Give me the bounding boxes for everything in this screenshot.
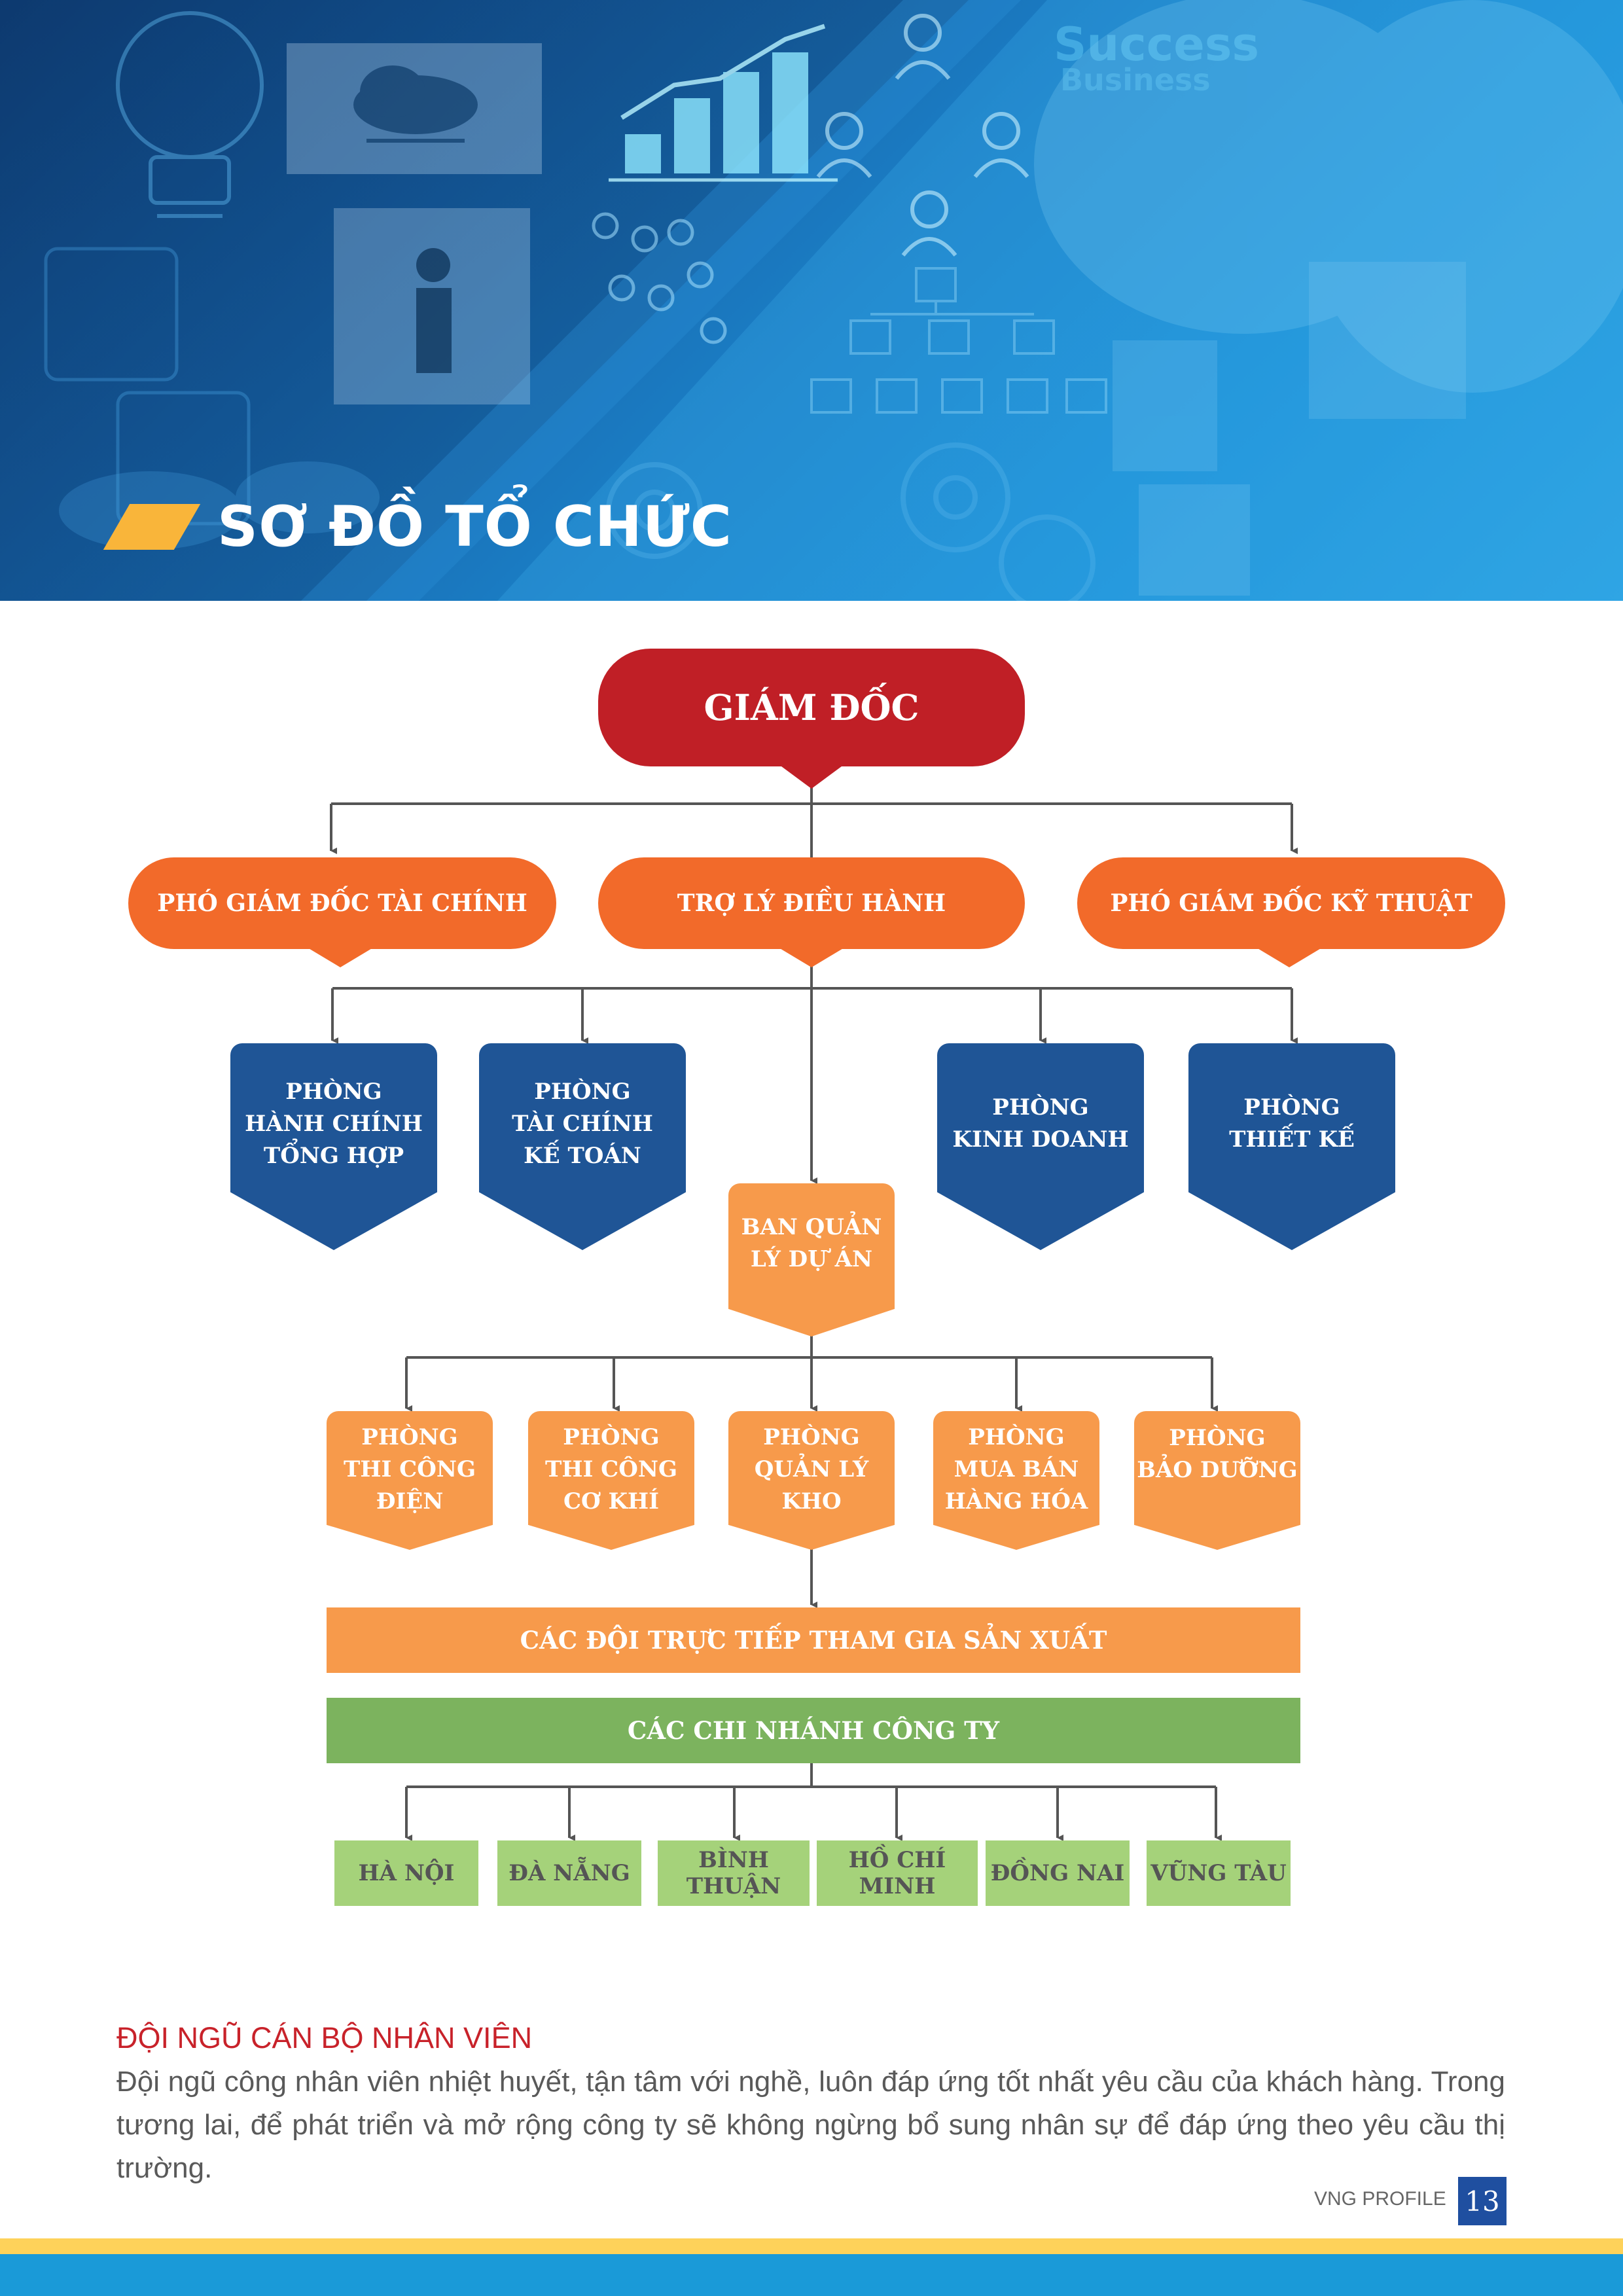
room-maintenance: PHÒNG BẢO DƯỠNG — [1134, 1411, 1300, 1550]
room-admin-line-3: TỔNG HỢP — [263, 1142, 404, 1169]
branch-ho-chi-minh: HỒ CHÍ MINH — [817, 1840, 978, 1906]
deputy-technical-pointer — [1257, 948, 1322, 967]
room-mechanical-line-3: CƠ KHÍ — [563, 1488, 660, 1515]
room-purchasing-line-1: PHÒNG — [968, 1424, 1065, 1450]
gear-icon — [606, 442, 1096, 601]
branch-vung-tau: VŨNG TÀU — [1147, 1840, 1291, 1906]
lightbulb-icon — [116, 11, 264, 218]
deputy-finance-box: PHÓ GIÁM ĐỐC TÀI CHÍNH — [128, 857, 556, 949]
room-design-line-2: THIẾT KẾ — [1229, 1126, 1355, 1153]
hand-silhouette-graphic — [1034, 0, 1623, 393]
room-mechanical-line-1: PHÒNG — [563, 1424, 660, 1450]
branch-label: HỒ CHÍ MINH — [848, 1847, 946, 1899]
room-warehouse-line-2: QUẢN LÝ — [754, 1456, 869, 1482]
room-electrical-line-1: PHÒNG — [361, 1424, 458, 1450]
room-purchasing-line-2: MUA BÁN — [954, 1456, 1079, 1482]
assistant-pointer — [779, 948, 844, 967]
deputy-finance-pointer — [308, 948, 373, 967]
branch-label: HÀ NỘI — [358, 1860, 455, 1886]
room-mechanical: PHÒNG THI CÔNG CƠ KHÍ — [528, 1411, 694, 1550]
branch-label: VŨNG TÀU — [1150, 1860, 1287, 1886]
room-finance-line-2: TÀI CHÍNH — [512, 1110, 653, 1137]
project-board-line-1: BAN QUẢN — [741, 1214, 882, 1240]
executive-assistant-box: TRỢ LÝ ĐIỀU HÀNH — [598, 857, 1025, 949]
branch-dong-nai: ĐỒNG NAI — [986, 1840, 1130, 1906]
room-admin-line-1: PHÒNG — [285, 1078, 382, 1105]
cloud-icon — [287, 43, 542, 174]
project-board: BAN QUẢN LÝ DỰ ÁN — [728, 1183, 895, 1336]
room-maintenance-line-1: PHÒNG — [1169, 1425, 1266, 1451]
room-electrical: PHÒNG THI CÔNG ĐIỆN — [327, 1411, 493, 1550]
footer-yellow-strip — [0, 2238, 1623, 2254]
staff-section-body: Đội ngũ công nhân viên nhiệt huyết, tận … — [116, 2066, 1505, 2184]
project-board-line-2: LÝ DỰ ÁN — [750, 1246, 873, 1272]
svg-text:Success: Success — [1054, 18, 1259, 71]
branch-label: BÌNH THUẬN — [686, 1847, 781, 1899]
branch-label: ĐÀ NẴNG — [508, 1860, 630, 1886]
panel-graphic — [1113, 262, 1466, 596]
room-warehouse: PHÒNG QUẢN LÝ KHO — [728, 1411, 895, 1550]
director-pointer — [779, 764, 844, 789]
branches-title-label: CÁC CHI NHÁNH CÔNG TY — [627, 1716, 1000, 1745]
room-finance-line-1: PHÒNG — [534, 1078, 631, 1105]
footer-blue-strip — [0, 2254, 1623, 2296]
branch-da-nang: ĐÀ NẴNG — [497, 1840, 641, 1906]
deputy-finance-label: PHÓ GIÁM ĐỐC TÀI CHÍNH — [157, 889, 527, 917]
director-box: GIÁM ĐỐC — [598, 649, 1025, 766]
branch-label: ĐỒNG NAI — [990, 1860, 1125, 1886]
page-number: 13 — [1458, 2177, 1507, 2225]
room-finance-line-3: KẾ TOÁN — [524, 1142, 641, 1169]
room-design-line-1: PHÒNG — [1243, 1094, 1340, 1121]
director-label: GIÁM ĐỐC — [704, 687, 919, 728]
people-network-icon — [816, 14, 1029, 257]
branch-binh-thuan: BÌNH THUẬN — [658, 1840, 810, 1906]
deputy-technical-box: PHÓ GIÁM ĐỐC KỸ THUẬT — [1077, 857, 1505, 949]
bar-chart-graphic — [609, 24, 838, 182]
banner-title-group: SƠ ĐỒ TỔ CHỨC — [103, 488, 732, 566]
mini-org-chart-graphic — [810, 267, 1107, 414]
page-title: SƠ ĐỒ TỔ CHỨC — [217, 494, 732, 560]
strategy-diagram-graphic — [592, 212, 727, 344]
header-banner: Success Business SƠ ĐỒ TỔ CHỨC — [0, 0, 1623, 601]
room-admin-line-2: HÀNH CHÍNH — [245, 1110, 423, 1137]
room-sales-line-2: KINH DOANH — [952, 1126, 1129, 1153]
staff-section-title: ĐỘI NGŨ CÁN BỘ NHÂN VIÊN — [116, 2021, 533, 2054]
room-warehouse-line-3: KHO — [781, 1488, 842, 1515]
branch-ha-noi: HÀ NỘI — [334, 1840, 478, 1906]
branches-bar: CÁC CHI NHÁNH CÔNG TY — [327, 1698, 1300, 1763]
production-teams-label: CÁC ĐỘI TRỰC TIẾP THAM GIA SẢN XUẤT — [520, 1626, 1107, 1655]
room-sales-line-1: PHÒNG — [992, 1094, 1089, 1121]
room-maintenance-line-2: BẢO DƯỠNG — [1137, 1457, 1298, 1483]
deputy-technical-label: PHÓ GIÁM ĐỐC KỸ THUẬT — [1110, 889, 1472, 917]
room-mechanical-line-2: THI CÔNG — [545, 1456, 677, 1482]
room-purchasing: PHÒNG MUA BÁN HÀNG HÓA — [933, 1411, 1099, 1550]
footer-label: VNG PROFILE — [1314, 2188, 1446, 2210]
room-purchasing-line-3: HÀNG HÓA — [944, 1488, 1088, 1515]
person-icon — [334, 208, 530, 404]
svg-text:Business: Business — [1060, 62, 1211, 98]
room-warehouse-line-1: PHÒNG — [763, 1424, 860, 1450]
room-electrical-line-2: THI CÔNG — [344, 1456, 476, 1482]
banner-background-graphic: Success Business — [0, 0, 1623, 601]
production-teams-bar: CÁC ĐỘI TRỰC TIẾP THAM GIA SẢN XUẤT — [327, 1607, 1300, 1673]
room-electrical-line-3: ĐIỆN — [376, 1488, 444, 1515]
executive-assistant-label: TRỢ LÝ ĐIỀU HÀNH — [677, 889, 946, 917]
